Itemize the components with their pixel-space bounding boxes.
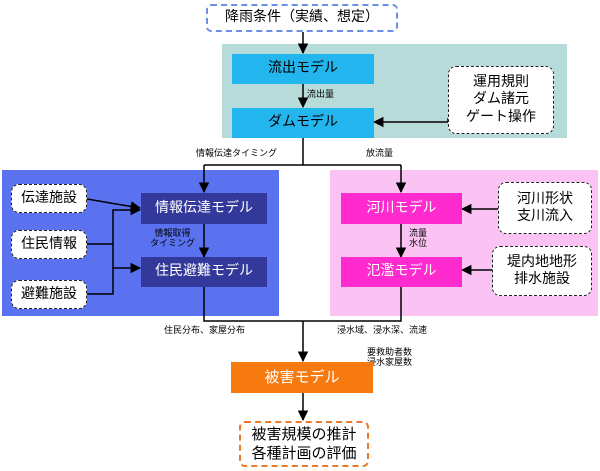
river-shape-line-2: 支川流入 xyxy=(517,208,573,224)
damage-counts-label: 要救助者数 浸水家屋数 xyxy=(367,348,412,369)
damage-counts-line-1: 要救助者数 xyxy=(367,348,413,358)
runoff-amount-label: 流出量 xyxy=(307,90,335,100)
river-shape-node: 河川形状 支川流入 xyxy=(498,182,592,234)
edge-evac-merge xyxy=(203,287,303,322)
river-model-node: 河川モデル xyxy=(341,193,462,224)
flow-level-line-2: 水位 xyxy=(409,239,428,250)
evacuation-model-node: 住民避難モデル xyxy=(141,257,267,287)
flow-level-label: 流量 水位 xyxy=(409,229,427,250)
info-timing-label: 情報伝達タイミング xyxy=(196,149,278,159)
shelter-facility-node: 避難施設 xyxy=(11,280,87,309)
edge-damops-dam xyxy=(372,116,449,128)
info-acquire-label: 情報取得 タイミング xyxy=(150,229,195,250)
distribution-label: 住民分布、家屋分布 xyxy=(164,326,246,336)
resident-info-node: 住民情報 xyxy=(11,230,87,259)
damage-model-node: 被害モデル xyxy=(231,362,373,393)
dam-operations-node: 運用規則 ダム諸元 ゲート操作 xyxy=(448,66,554,134)
inland-line-1: 堤内地地形 xyxy=(507,253,577,270)
dam-ops-line-1: 運用規則 xyxy=(473,73,529,90)
rainfall-conditions-node: 降雨条件（実績、想定） xyxy=(206,4,398,32)
river-shape-line-1: 河川形状 xyxy=(517,190,573,207)
info-acquire-line-1: 情報取得 xyxy=(154,229,191,239)
inland-line-2: 排水施設 xyxy=(514,271,570,287)
info-transmission-model-node: 情報伝達モデル xyxy=(141,193,267,224)
inundation-label: 浸水域、浸水深、流速 xyxy=(337,326,428,336)
flow-level-line-1: 流量 xyxy=(409,229,428,239)
edge-shelter-evac xyxy=(87,268,114,295)
runoff-model-node: 流出モデル xyxy=(232,54,374,84)
output-line-2: 各種計画の評価 xyxy=(251,444,357,462)
dam-ops-line-3: ゲート操作 xyxy=(466,108,536,125)
dam-model-node: ダムモデル xyxy=(232,108,374,138)
edge-resident-evac xyxy=(87,204,142,245)
damage-counts-line-2: 浸水家屋数 xyxy=(367,358,413,369)
edge-flood-merge xyxy=(303,287,402,322)
inland-terrain-node: 堤内地地形 排水施設 xyxy=(492,246,592,296)
discharge-label: 放流量 xyxy=(366,149,394,159)
info-acquire-line-2: タイミング xyxy=(150,239,196,250)
output-evaluation-node: 被害規模の推計 各種計画の評価 xyxy=(239,421,369,467)
output-line-1: 被害規模の推計 xyxy=(251,424,357,443)
transmission-facility-node: 伝達施設 xyxy=(11,184,87,213)
dam-ops-line-2: ダム諸元 xyxy=(473,91,529,108)
edge-transmission-info xyxy=(86,198,142,212)
flood-model-node: 氾濫モデル xyxy=(341,257,462,287)
